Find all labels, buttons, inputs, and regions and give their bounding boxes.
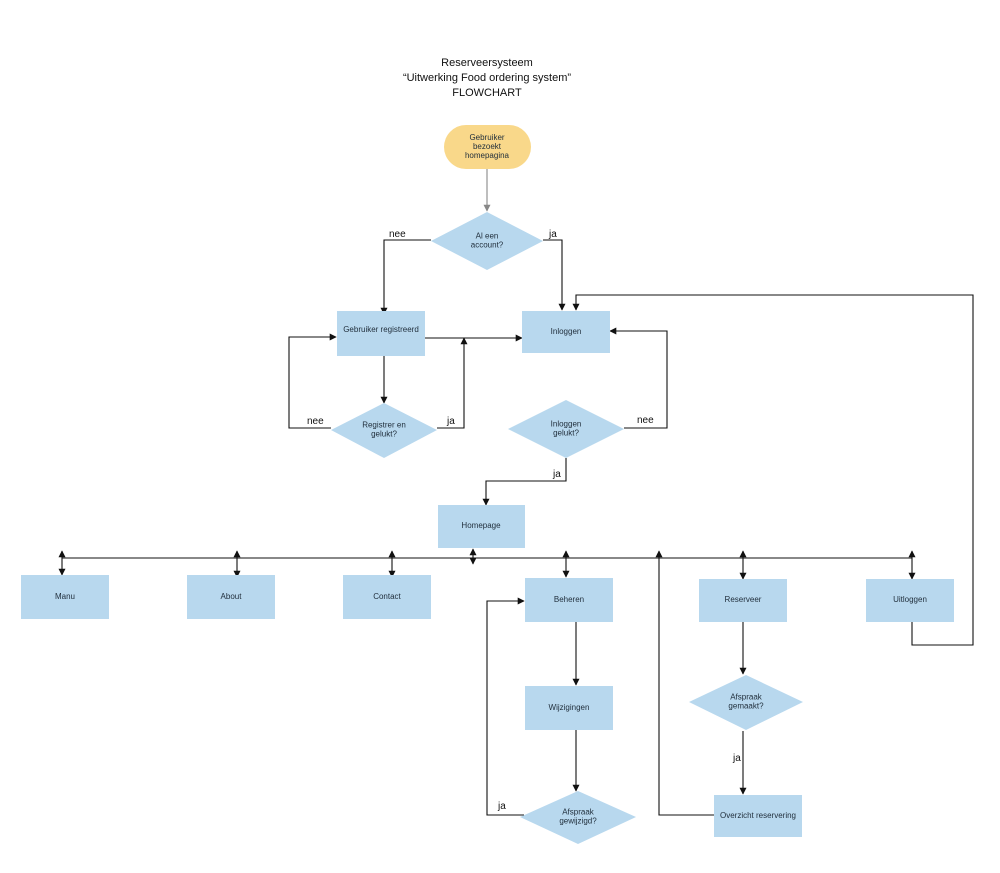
afspraak-gemaakt-label-line: Afspraak [730, 693, 763, 702]
overzicht-reservering-process: Overzicht reservering [714, 795, 802, 837]
edge-register-no-loop [288, 333, 337, 429]
overzicht-label-line: Overzicht reservering [720, 811, 796, 820]
homepage-label-line: Homepage [461, 521, 501, 530]
label-register-no: nee [307, 416, 324, 427]
uitloggen-label: Uitloggen [893, 595, 927, 604]
wijzigingen-process: Wijzigingen [525, 686, 613, 730]
uitloggen-label-line: Uitloggen [893, 595, 927, 604]
beheren-label-line: Beheren [554, 595, 584, 604]
homepage-process: Homepage [438, 505, 525, 548]
account-decision-label-line: Al een [476, 232, 499, 241]
menu-label: Manu [55, 592, 75, 601]
flowchart-title: Reserveersysteem “Uitwerking Food orderi… [403, 57, 571, 99]
uitloggen-process: Uitloggen [866, 579, 954, 622]
afspraak-gemaakt-label-line: gemaakt? [728, 702, 764, 711]
about-label: About [221, 592, 243, 601]
edge-account-yes-to-login [543, 239, 566, 311]
menu-label-line: Manu [55, 592, 75, 601]
register-process: Gebruiker registreerd [337, 311, 425, 356]
register-label: Gebruiker registreerd [343, 325, 419, 334]
login-decision-label-line: gelukt? [553, 429, 579, 438]
label-login-yes: ja [552, 469, 561, 480]
menu-process: Manu [21, 575, 109, 619]
start-label-line: bezoekt [473, 142, 502, 151]
label-gewijzigd-yes: ja [497, 801, 506, 812]
reserveer-process: Reserveer [699, 579, 787, 622]
homepage-label: Homepage [461, 521, 501, 530]
account-decision-label-line: account? [471, 241, 504, 250]
label-gemaakt-yes: ja [732, 753, 741, 764]
wijzigingen-label: Wijzigingen [549, 703, 590, 712]
login-label: Inloggen [551, 327, 582, 336]
overzicht-label: Overzicht reservering [720, 811, 796, 820]
register-decision-label-line: Registrer en [362, 421, 406, 430]
register-label-line: Gebruiker registreerd [343, 325, 419, 334]
login-label-line: Inloggen [551, 327, 582, 336]
about-label-line: About [221, 592, 243, 601]
start-label-line: Gebruiker [469, 133, 504, 142]
edge-login-yes-to-homepage [482, 458, 567, 506]
contact-label-line: Contact [373, 592, 401, 601]
login-decision-label-line: Inloggen [551, 420, 582, 429]
beheren-label: Beheren [554, 595, 584, 604]
login-process: Inloggen [522, 311, 610, 353]
about-process: About [187, 575, 275, 619]
label-account-yes: ja [548, 229, 557, 240]
label-login-no: nee [637, 415, 654, 426]
reserveer-label: Reserveer [725, 595, 762, 604]
edge-register-yes-to-login [437, 337, 468, 429]
register-decision-label-line: gelukt? [371, 430, 397, 439]
label-register-yes: ja [446, 416, 455, 427]
contact-process: Contact [343, 575, 431, 619]
title-line-2: “Uitwerking Food ordering system” [403, 72, 571, 84]
start-label-line: homepagina [465, 151, 510, 160]
afspraak-gewijzigd-label-line: Afspraak [562, 808, 595, 817]
beheren-process: Beheren [525, 578, 613, 622]
edge-login-no-loop [609, 327, 668, 429]
contact-label: Contact [373, 592, 401, 601]
label-account-no: nee [389, 229, 406, 240]
title-line-3: FLOWCHART [452, 87, 522, 99]
edges [58, 169, 974, 816]
reserveer-label-line: Reserveer [725, 595, 762, 604]
edge-overzicht-to-bus [655, 550, 715, 816]
edge-account-no-to-register [380, 239, 431, 315]
edge-gewijzigd-yes-to-beheren [486, 597, 525, 816]
edge-uitloggen-to-login [572, 294, 974, 646]
afspraak-gewijzigd-label-line: gewijzigd? [559, 817, 597, 826]
wijzigingen-label-line: Wijzigingen [549, 703, 590, 712]
edge-labels: nee ja nee ja nee ja ja ja [307, 229, 741, 812]
title-line-1: Reserveersysteem [441, 57, 533, 69]
